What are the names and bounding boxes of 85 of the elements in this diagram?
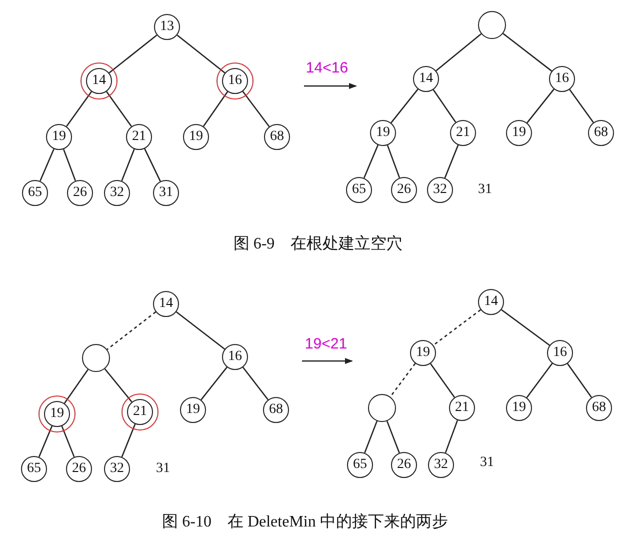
comparison-label: 14<16 [306,60,348,76]
dashed-tree-edge [433,309,481,346]
number-circle: 21 [449,395,475,421]
number-circle: 19 [506,395,532,421]
dashed-tree-edge [390,363,416,398]
tree-edge [121,424,136,458]
tree-edge [502,33,552,72]
number-circle: 32 [104,456,130,482]
number-circle: 14 [413,66,439,92]
number-circle: 68 [588,120,614,146]
number-circle: 21 [127,399,153,425]
number-circle: 65 [346,177,372,203]
tree-edge [432,89,456,123]
number-circle: 19 [44,401,70,427]
tree-edge [566,363,592,398]
number-circle: 19 [46,124,72,150]
number-circle: 16 [222,68,248,94]
number-circle: 32 [104,180,130,206]
tree-edge [66,91,92,127]
tree-edge [444,144,459,178]
tree-edge [501,309,550,346]
figure-caption: 图 6-10 在 DeleteMin 中的接下来的两步 [162,512,448,532]
tree-edge [200,366,228,400]
number-circle: 19 [370,120,396,146]
tree-edge [390,88,418,124]
number-circle: 16 [549,66,575,92]
tree-edge [38,426,53,458]
number-label: 31 [478,182,492,198]
number-circle: 65 [21,456,47,482]
tree-edge [104,368,132,402]
number-circle: 19 [180,397,206,423]
number-circle: 14 [86,68,112,94]
tree-edge [436,33,482,72]
tree-edge [364,420,378,454]
number-circle: 26 [391,452,417,478]
tree-edge [242,366,269,400]
number-circle: 65 [347,452,373,478]
number-circle: 31 [153,180,179,206]
tree-edge [430,363,456,398]
tree-edge [40,148,54,182]
number-circle: 26 [67,180,93,206]
dashed-tree-edge [106,311,156,350]
number-label: 31 [156,461,170,477]
tree-edge [526,363,553,398]
tree-edge [526,88,554,124]
figure-caption: 图 6-9 在根处建立空穴 [233,234,403,254]
tree-edge [386,144,400,178]
tree-edge [176,311,226,350]
comparison-label: 19<21 [304,336,348,352]
empty-circle [368,394,396,422]
number-circle: 14 [478,289,504,315]
empty-circle [82,344,110,372]
tree-edge [386,420,400,454]
number-circle: 19 [506,120,532,146]
tree-edge [176,34,226,74]
tree-edge [242,91,270,127]
number-circle: 68 [263,397,289,423]
number-circle: 65 [22,180,48,206]
tree-edge [121,148,135,182]
tree-edge [62,148,76,182]
number-circle: 21 [450,120,476,146]
number-circle: 32 [428,452,454,478]
tree-edge [444,420,458,454]
empty-circle [478,11,506,39]
number-circle: 21 [126,124,152,150]
tree-edge [64,369,89,404]
number-circle: 16 [547,340,573,366]
tree-edge [569,89,594,123]
tree-edge [106,91,132,127]
number-circle: 14 [153,291,179,317]
number-circle: 13 [154,14,180,40]
tree-edge [202,91,228,127]
number-circle: 16 [222,344,248,370]
number-circle: 68 [586,395,612,421]
number-circle: 19 [410,340,436,366]
tree-edge [61,426,75,458]
tree-edge [144,148,161,182]
number-label: 31 [480,455,494,471]
number-circle: 26 [66,456,92,482]
tree-edge [108,34,158,74]
tree-edge [363,144,379,178]
number-circle: 19 [183,124,209,150]
number-circle: 68 [264,124,290,150]
number-circle: 26 [391,177,417,203]
number-circle: 32 [427,177,453,203]
